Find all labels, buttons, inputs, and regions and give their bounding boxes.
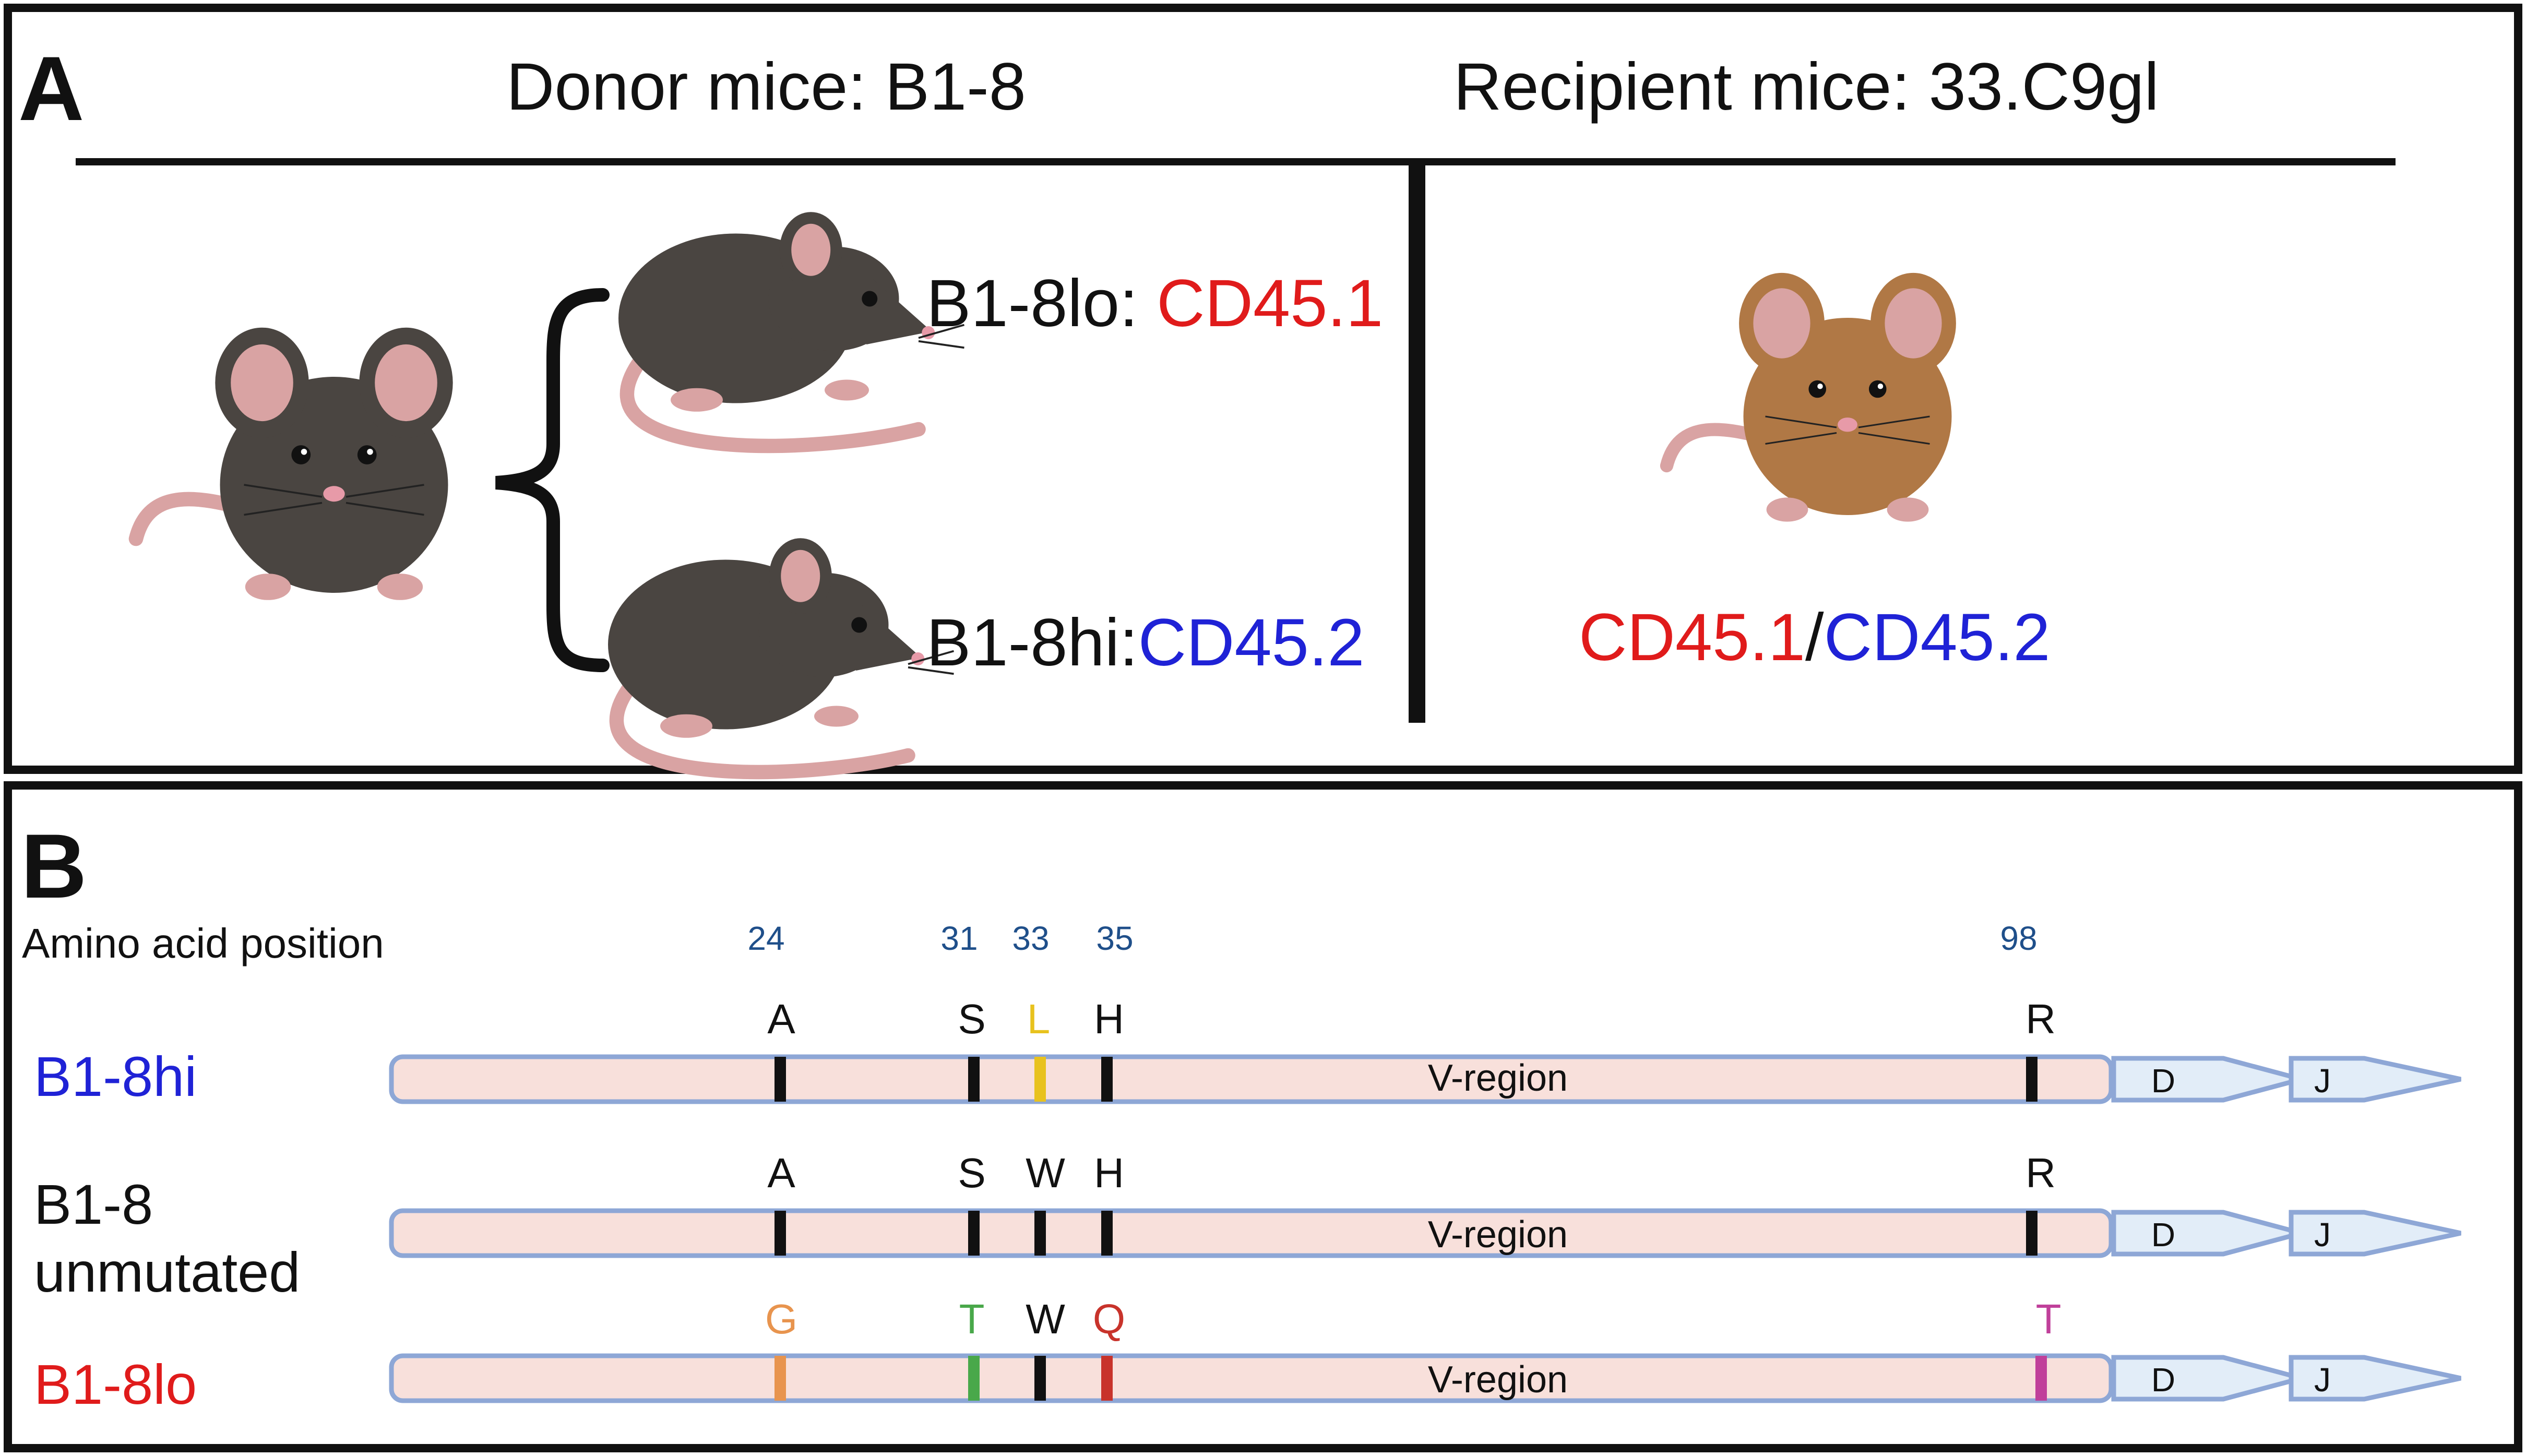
j-label: J [2314, 1216, 2331, 1254]
row-name: B1-8hi [34, 1045, 197, 1108]
b1-8hi-prefix: B1-8hi: [926, 605, 1138, 680]
v-region-bar [389, 1054, 2114, 1104]
b1-8hi-label: B1-8hi:CD45.2 [926, 605, 1365, 680]
gene-row-b1-8-unmutated: B1-8 unmutated V-region D J A S W H R [34, 1150, 2461, 1304]
d-segment [2111, 1210, 2311, 1257]
residue-tick [1101, 1356, 1113, 1401]
b1-8lo-label: B1-8lo: CD45.1 [926, 266, 1383, 341]
residue-tick [2035, 1356, 2047, 1401]
residue-tick [2026, 1057, 2038, 1102]
panel-b-label: B [21, 816, 87, 917]
residue-letter: Q [1093, 1296, 1125, 1342]
recipient-marker-1: CD45.1 [1579, 600, 1805, 675]
residue-letter: A [767, 996, 795, 1042]
residue-letter: L [1027, 996, 1051, 1042]
residue-tick [1034, 1211, 1046, 1256]
residue-tick [1034, 1356, 1046, 1401]
v-region-bar [389, 1353, 2114, 1403]
residue-letter: H [1094, 1150, 1124, 1196]
residue-letter: S [958, 996, 985, 1042]
panel-a-label: A [18, 38, 84, 140]
residue-ticks [775, 1211, 2038, 1256]
position-number: 24 [747, 920, 784, 957]
j-segment [2289, 1056, 2461, 1103]
residue-letter: H [1094, 996, 1124, 1042]
residue-letter: R [2025, 1150, 2056, 1196]
position-header: Amino acid position [22, 920, 384, 966]
donor-title: Donor mice: B1-8 [506, 50, 1026, 124]
residue-tick [1034, 1057, 1046, 1102]
position-number: 31 [940, 920, 978, 957]
residue-ticks [775, 1057, 2038, 1102]
residue-letters: A S W H R [767, 1150, 2056, 1196]
residue-tick [2026, 1211, 2038, 1256]
j-segment [2289, 1210, 2461, 1257]
position-numbers: 24 31 33 35 98 [747, 920, 2037, 957]
b1-8lo-marker: CD45.1 [1157, 266, 1383, 341]
residue-letter: T [959, 1296, 985, 1342]
donor-mouse-icon [136, 328, 453, 600]
b1-8hi-marker: CD45.2 [1138, 605, 1365, 680]
j-label: J [2314, 1361, 2331, 1399]
b1-8lo-mouse-icon [618, 212, 964, 446]
gene-row-b1-8lo: B1-8lo V-region D J G T W Q T [34, 1296, 2461, 1416]
residue-tick [775, 1211, 786, 1256]
residue-tick [775, 1356, 786, 1401]
residue-letters: G T W Q T [765, 1296, 2062, 1342]
residue-tick [1101, 1211, 1113, 1256]
residue-tick [775, 1057, 786, 1102]
position-number: 35 [1096, 920, 1133, 957]
residue-letter: W [1026, 1150, 1065, 1196]
residue-letter: G [765, 1296, 797, 1342]
j-segment [2289, 1355, 2461, 1402]
residue-tick [1101, 1057, 1113, 1102]
residue-letter: A [767, 1150, 795, 1196]
recipient-mouse-icon [1667, 273, 1956, 522]
recipient-marker-2: CD45.2 [1824, 600, 2051, 675]
position-number: 33 [1012, 920, 1049, 957]
b1-8lo-prefix: B1-8lo: [926, 266, 1157, 341]
residue-ticks [775, 1356, 2047, 1401]
recipient-title: Recipient mice: 33.C9gl [1453, 50, 2159, 124]
d-label: D [2151, 1361, 2175, 1399]
v-region-label: V-region [1428, 1057, 1568, 1099]
row-name-line: B1-8 [34, 1173, 153, 1236]
curly-brace [495, 288, 610, 672]
v-region-bar [389, 1208, 2114, 1258]
recipient-marker-label: CD45.1/CD45.2 [1579, 600, 2051, 675]
position-number: 98 [2000, 920, 2037, 957]
panel-a-frame [4, 4, 2522, 774]
row-name-line: unmutated [34, 1240, 300, 1304]
panel-b-frame [4, 781, 2522, 1452]
d-label: D [2151, 1062, 2175, 1100]
recipient-marker-sep: / [1805, 600, 1824, 675]
d-segment [2111, 1355, 2311, 1402]
residue-letter: R [2025, 996, 2056, 1042]
residue-tick [968, 1211, 980, 1256]
residue-letter: T [2036, 1296, 2062, 1342]
residue-tick [968, 1356, 980, 1401]
residue-letters: A S L H R [767, 996, 2056, 1042]
b1-8hi-mouse-icon [608, 538, 954, 772]
j-label: J [2314, 1062, 2331, 1100]
residue-letter: W [1026, 1296, 1065, 1342]
d-segment [2111, 1056, 2311, 1103]
v-region-label: V-region [1428, 1214, 1568, 1256]
row-name: B1-8lo [34, 1353, 197, 1416]
v-region-label: V-region [1428, 1359, 1568, 1401]
residue-tick [968, 1057, 980, 1102]
gene-row-b1-8hi: B1-8hi V-region D J A S L H R [34, 996, 2461, 1108]
residue-letter: S [958, 1150, 985, 1196]
row-name: B1-8 unmutated [34, 1173, 300, 1304]
d-label: D [2151, 1216, 2175, 1254]
